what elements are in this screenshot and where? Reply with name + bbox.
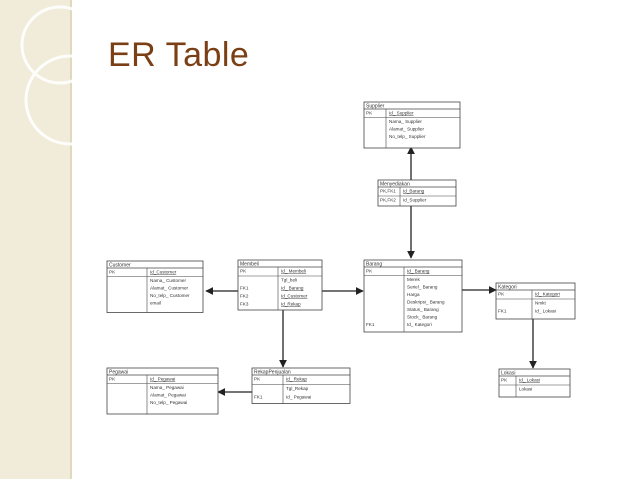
entity-name: Pegawai — [109, 370, 128, 376]
entity-key-label: FK1 — [366, 322, 375, 327]
entity-field: Nama_ Pegawai — [150, 385, 184, 390]
entity-field: No_telp_ Supplier — [389, 134, 426, 139]
entity-key-label: FK1 — [240, 286, 249, 291]
entity-field: Harga — [407, 292, 420, 297]
entity-box — [106, 367, 219, 415]
entity-field: Id_ Barang — [281, 286, 304, 291]
entity-field: Id_ Barang — [407, 269, 430, 274]
entity-name: Membeli — [240, 262, 259, 268]
entity-field: Id_ Pegawai — [286, 395, 311, 400]
entity-name: Barang — [366, 262, 382, 268]
entity-field: Tgl_beli — [281, 278, 297, 283]
entity-field: Id_ Pegawai — [150, 377, 175, 382]
entity-field: Alamat_ Supplier — [389, 127, 424, 132]
entity-name: Menyediakan — [380, 182, 410, 188]
entity-field: Stock_ Barang — [407, 315, 438, 320]
entity-key-label: PK,FK1 — [380, 189, 396, 194]
entity-field: Nmkt — [535, 301, 546, 306]
entity-field: Deskripsi_ Barang — [407, 300, 445, 305]
entity-field: Nama_ Customer — [150, 278, 186, 283]
entity-field: Lokasi — [519, 387, 532, 392]
entity-name: Kategori — [498, 285, 517, 291]
entity-name: Supplier — [366, 104, 385, 110]
entity-key-label: FK3 — [240, 302, 249, 307]
entity-field: Status_ Barang — [407, 307, 439, 312]
entity-key-label: PK — [501, 378, 508, 383]
entity-field: Id_ Rekap — [286, 377, 307, 382]
entity-field: Tgl_Rekap — [286, 386, 309, 391]
entity-field: Seriel_ Barang — [407, 285, 438, 290]
entity-box — [377, 179, 457, 207]
entity-field: Alamat_ Customer — [150, 286, 189, 291]
entity-field: Id_Barang — [403, 189, 425, 194]
entity-key-label: PK — [366, 111, 373, 116]
entity-field: Id_ Lokasi — [519, 378, 540, 383]
entity-box — [495, 282, 576, 320]
entity-field: Id_ Membeli — [281, 269, 306, 274]
decorative-sidebar — [0, 0, 70, 479]
entity-field: Id_Customer — [150, 270, 177, 275]
entity-box — [498, 368, 571, 398]
entity-box — [363, 101, 461, 149]
entity-name: Customer — [109, 263, 131, 269]
entity-field: Id_Supplier — [403, 198, 427, 203]
entity-key-label: FK1 — [254, 395, 263, 400]
entity-field: email — [150, 301, 161, 306]
entity-key-label: FK2 — [240, 294, 249, 299]
slide-title: ER Table — [108, 36, 250, 74]
entity-field: Merek — [407, 277, 420, 282]
entity-key-label: PK,FK2 — [380, 198, 396, 203]
entity-name: RekapPenjualan — [254, 370, 291, 376]
entity-box — [251, 367, 351, 404]
entity-key-label: PK — [366, 269, 373, 274]
entity-key-label: PK — [254, 377, 261, 382]
entity-field: Id_ Kategori — [535, 292, 560, 297]
entity-field: No_telp_ Customer — [150, 293, 190, 298]
sidebar-edge — [70, 0, 72, 479]
entity-box — [106, 260, 204, 313]
entity-field: Id_Rekap — [281, 302, 301, 307]
entity-key-label: PK — [109, 377, 116, 382]
entity-field: Alamat_ Pegawai — [150, 393, 186, 398]
entity-box — [363, 259, 463, 333]
entity-name: Lokasi — [501, 371, 515, 377]
entity-box — [237, 259, 323, 311]
entity-field: Id_ Lokasi — [535, 309, 556, 314]
entity-key-label: PK — [109, 270, 116, 275]
decorative-arcs — [20, 5, 116, 146]
entity-field: Id_Customer — [281, 294, 308, 299]
entity-key-label: PK — [240, 269, 247, 274]
entity-field: Id_ Supplier — [389, 111, 414, 116]
relationship-lines — [205, 146, 537, 396]
entity-key-label: FK1 — [498, 309, 507, 314]
entity-field: Id_ Kategori — [407, 322, 432, 327]
entity-field: Nama_ Supplier — [389, 119, 422, 124]
entity-field: No_telp_ Pegawai — [150, 400, 187, 405]
entity-key-label: PK — [498, 292, 505, 297]
